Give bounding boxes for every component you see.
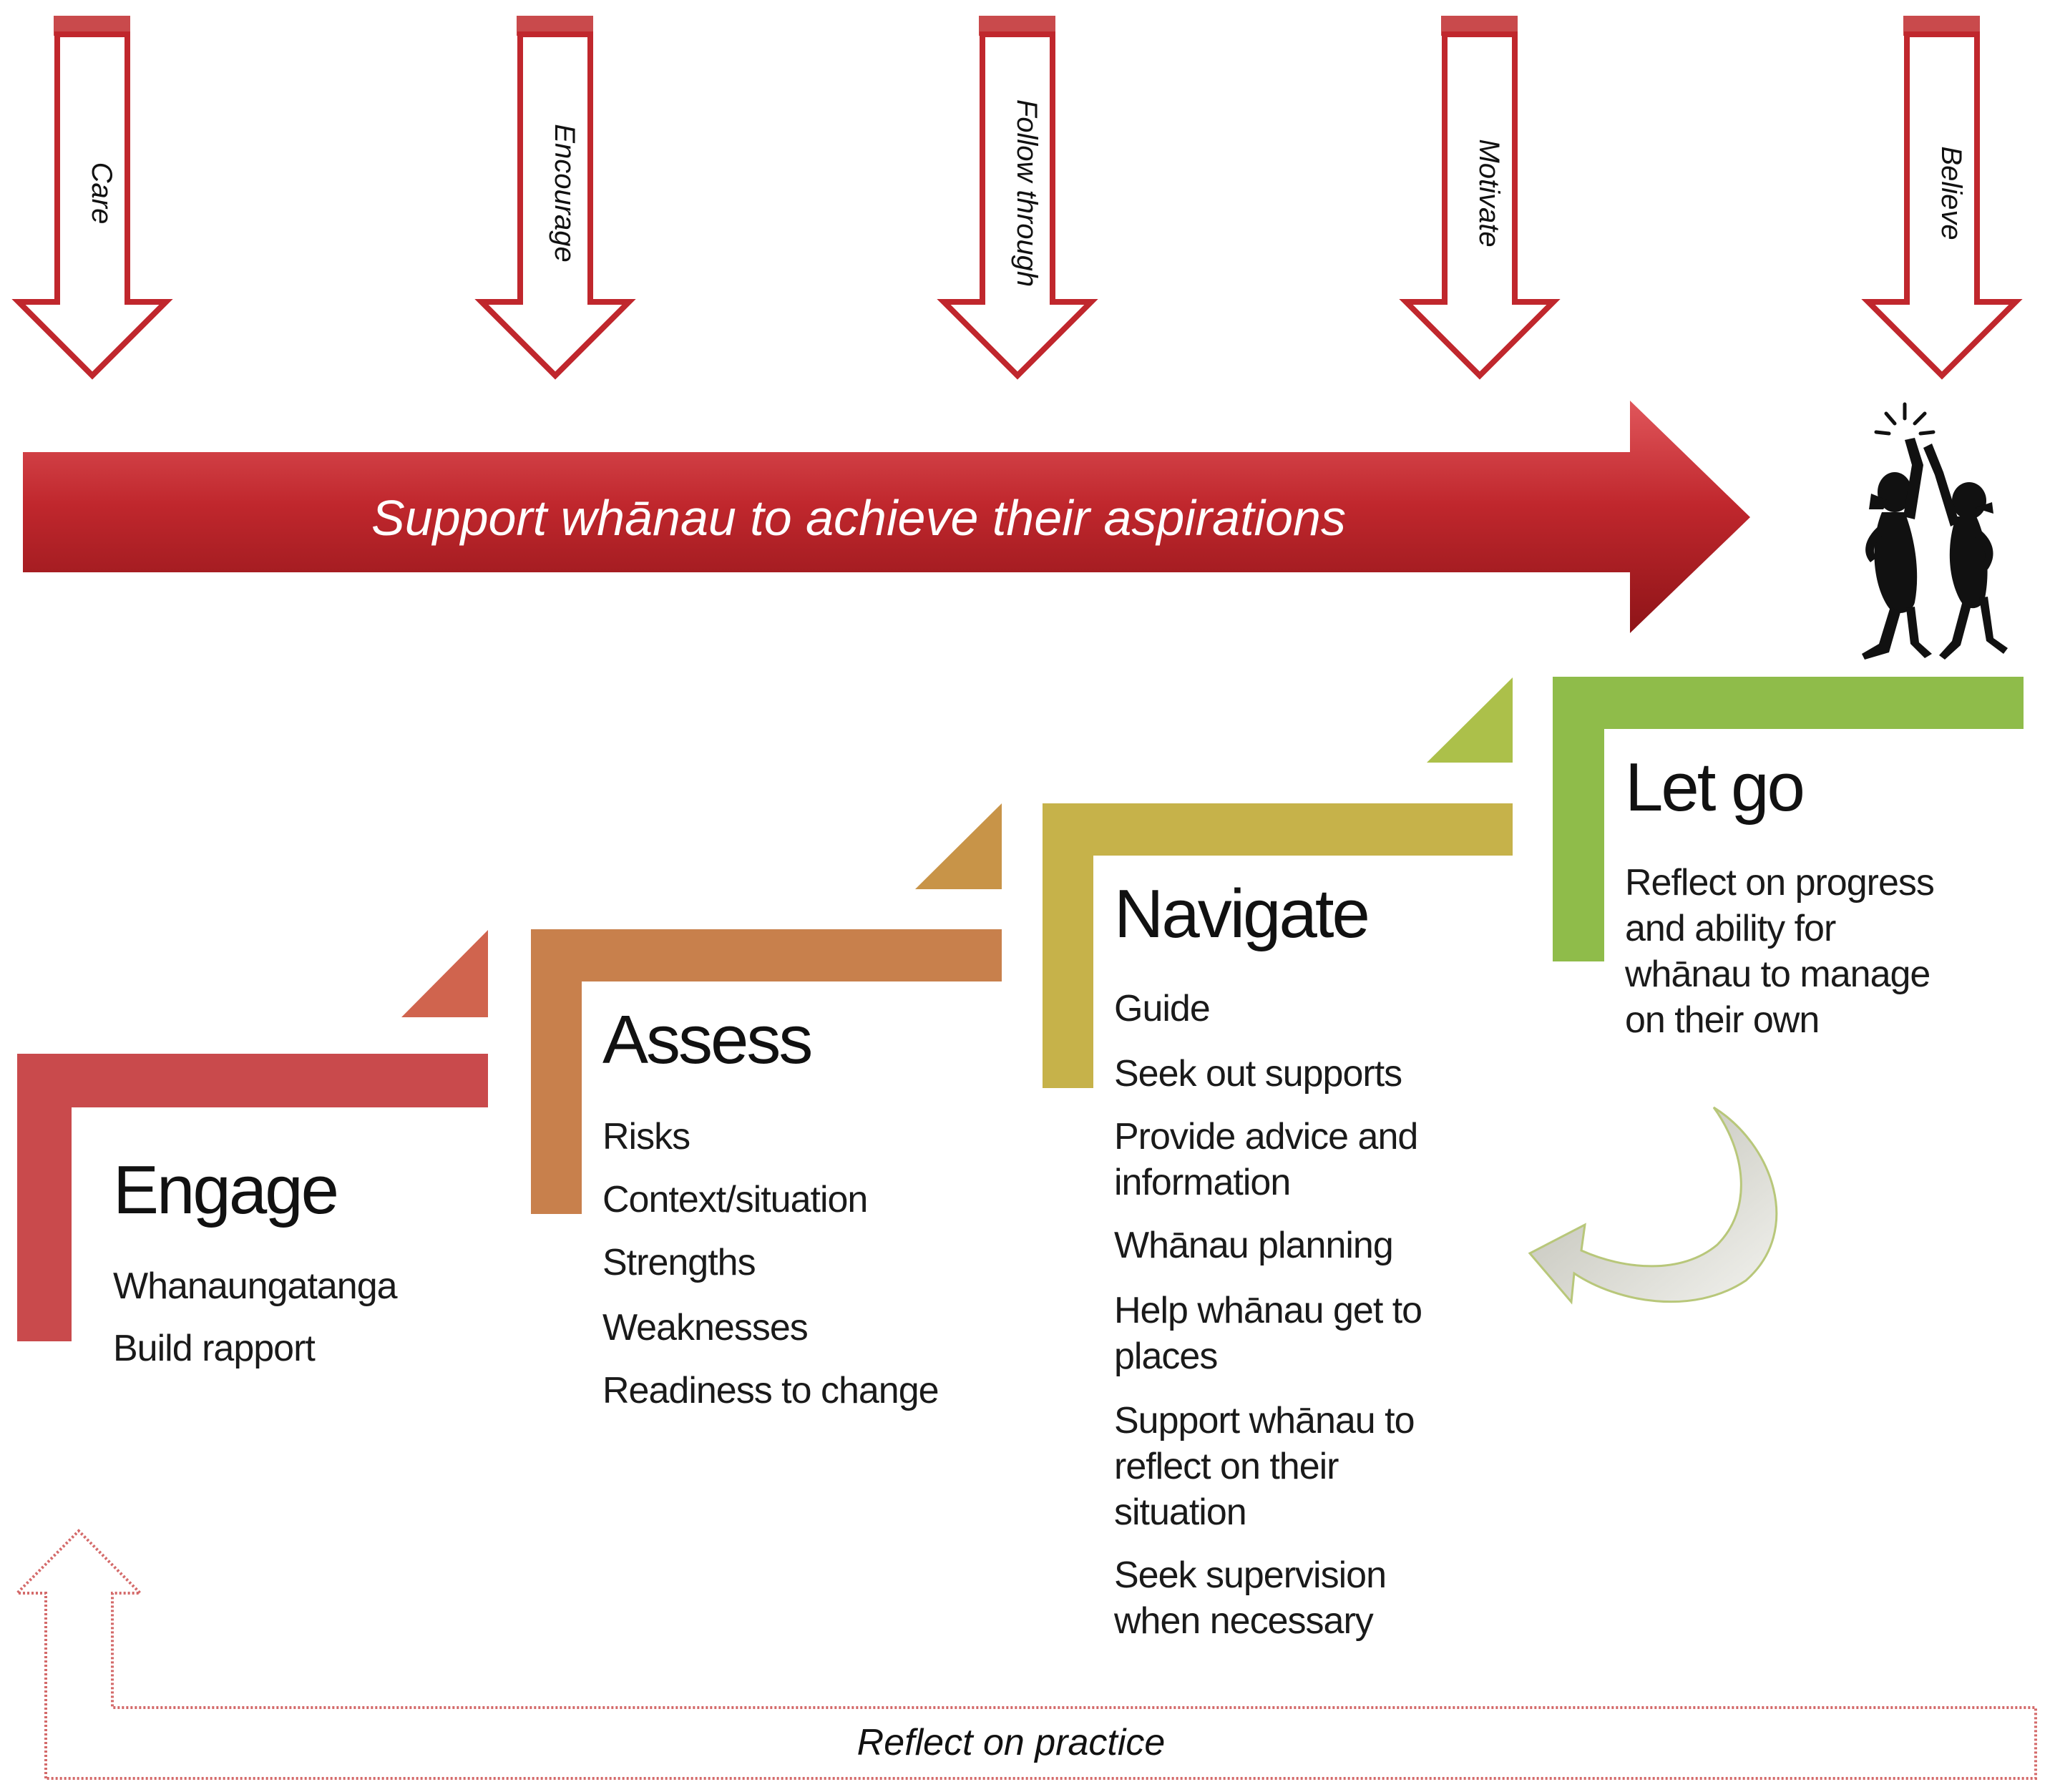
stage-item: Whānau planning <box>1114 1225 1393 1266</box>
stage-item: whānau to manage <box>1624 954 1930 995</box>
stage-item: Reflect on progress <box>1625 862 1934 904</box>
down-arrow-label: Encourage <box>549 124 580 262</box>
stage-item: Weaknesses <box>602 1307 808 1348</box>
stage-item: Seek supervision <box>1114 1554 1386 1596</box>
loop-label: Reflect on practice <box>857 1722 1166 1763</box>
reflect-loop-arrow: Reflect on practice <box>14 1529 2037 1780</box>
stage-item: Context/situation <box>602 1179 867 1220</box>
down-arrow-label: Care <box>86 162 117 225</box>
banner-text: Support whānau to achieve their aspirati… <box>371 490 1346 546</box>
down-arrow-label: Follow through <box>1011 99 1043 287</box>
stage-item: Support whānau to <box>1114 1400 1415 1441</box>
stage-item: on their own <box>1625 999 1819 1041</box>
stage-item: when necessary <box>1113 1600 1374 1642</box>
stage-item: Strengths <box>602 1242 756 1283</box>
stage-item: Readiness to change <box>602 1370 939 1411</box>
stage-item: reflect on their <box>1114 1446 1339 1487</box>
down-arrow-encourage: Encourage <box>474 16 636 380</box>
stage-title: Navigate <box>1114 876 1368 952</box>
aspirations-banner-arrow: Support whānau to achieve their aspirati… <box>23 401 1750 633</box>
stage-item: Seek out supports <box>1114 1053 1402 1095</box>
return-curve-arrow-icon <box>1528 1106 1778 1305</box>
stage-title: Let go <box>1625 749 1803 826</box>
down-arrow-label: Motivate <box>1473 139 1505 247</box>
stage-item: Build rapport <box>113 1328 316 1369</box>
stage-item: Help whānau get to <box>1114 1290 1422 1331</box>
stage-item: Provide advice and <box>1114 1116 1417 1157</box>
stage-navigate: Navigate Guide Seek out supports Provide… <box>1043 677 1513 1642</box>
stage-let-go: Let go Reflect on progress and ability f… <box>1553 677 2024 1041</box>
stage-item: Whanaungatanga <box>113 1265 398 1307</box>
stage-item: Guide <box>1114 988 1210 1029</box>
stage-item: places <box>1114 1336 1217 1377</box>
high-five-figures-icon <box>1862 402 2008 660</box>
stage-item: situation <box>1114 1492 1246 1533</box>
down-arrow-motivate: Motivate <box>1399 16 1561 380</box>
stage-item: and ability for <box>1625 908 1836 949</box>
stage-title: Assess <box>602 1002 811 1078</box>
down-arrow-follow-through: Follow through <box>937 16 1098 380</box>
stage-item: Risks <box>602 1116 690 1157</box>
stage-engage: Engage Whanaungatanga Build rapport <box>17 930 488 1369</box>
down-arrow-care: Care <box>11 16 173 380</box>
down-arrow-label: Believe <box>1936 146 1967 240</box>
stage-title: Engage <box>113 1152 337 1228</box>
stage-assess: Assess Risks Context/situation Strengths… <box>531 803 1002 1411</box>
stage-item: information <box>1114 1162 1290 1203</box>
down-arrow-believe: Believe <box>1861 16 2023 380</box>
